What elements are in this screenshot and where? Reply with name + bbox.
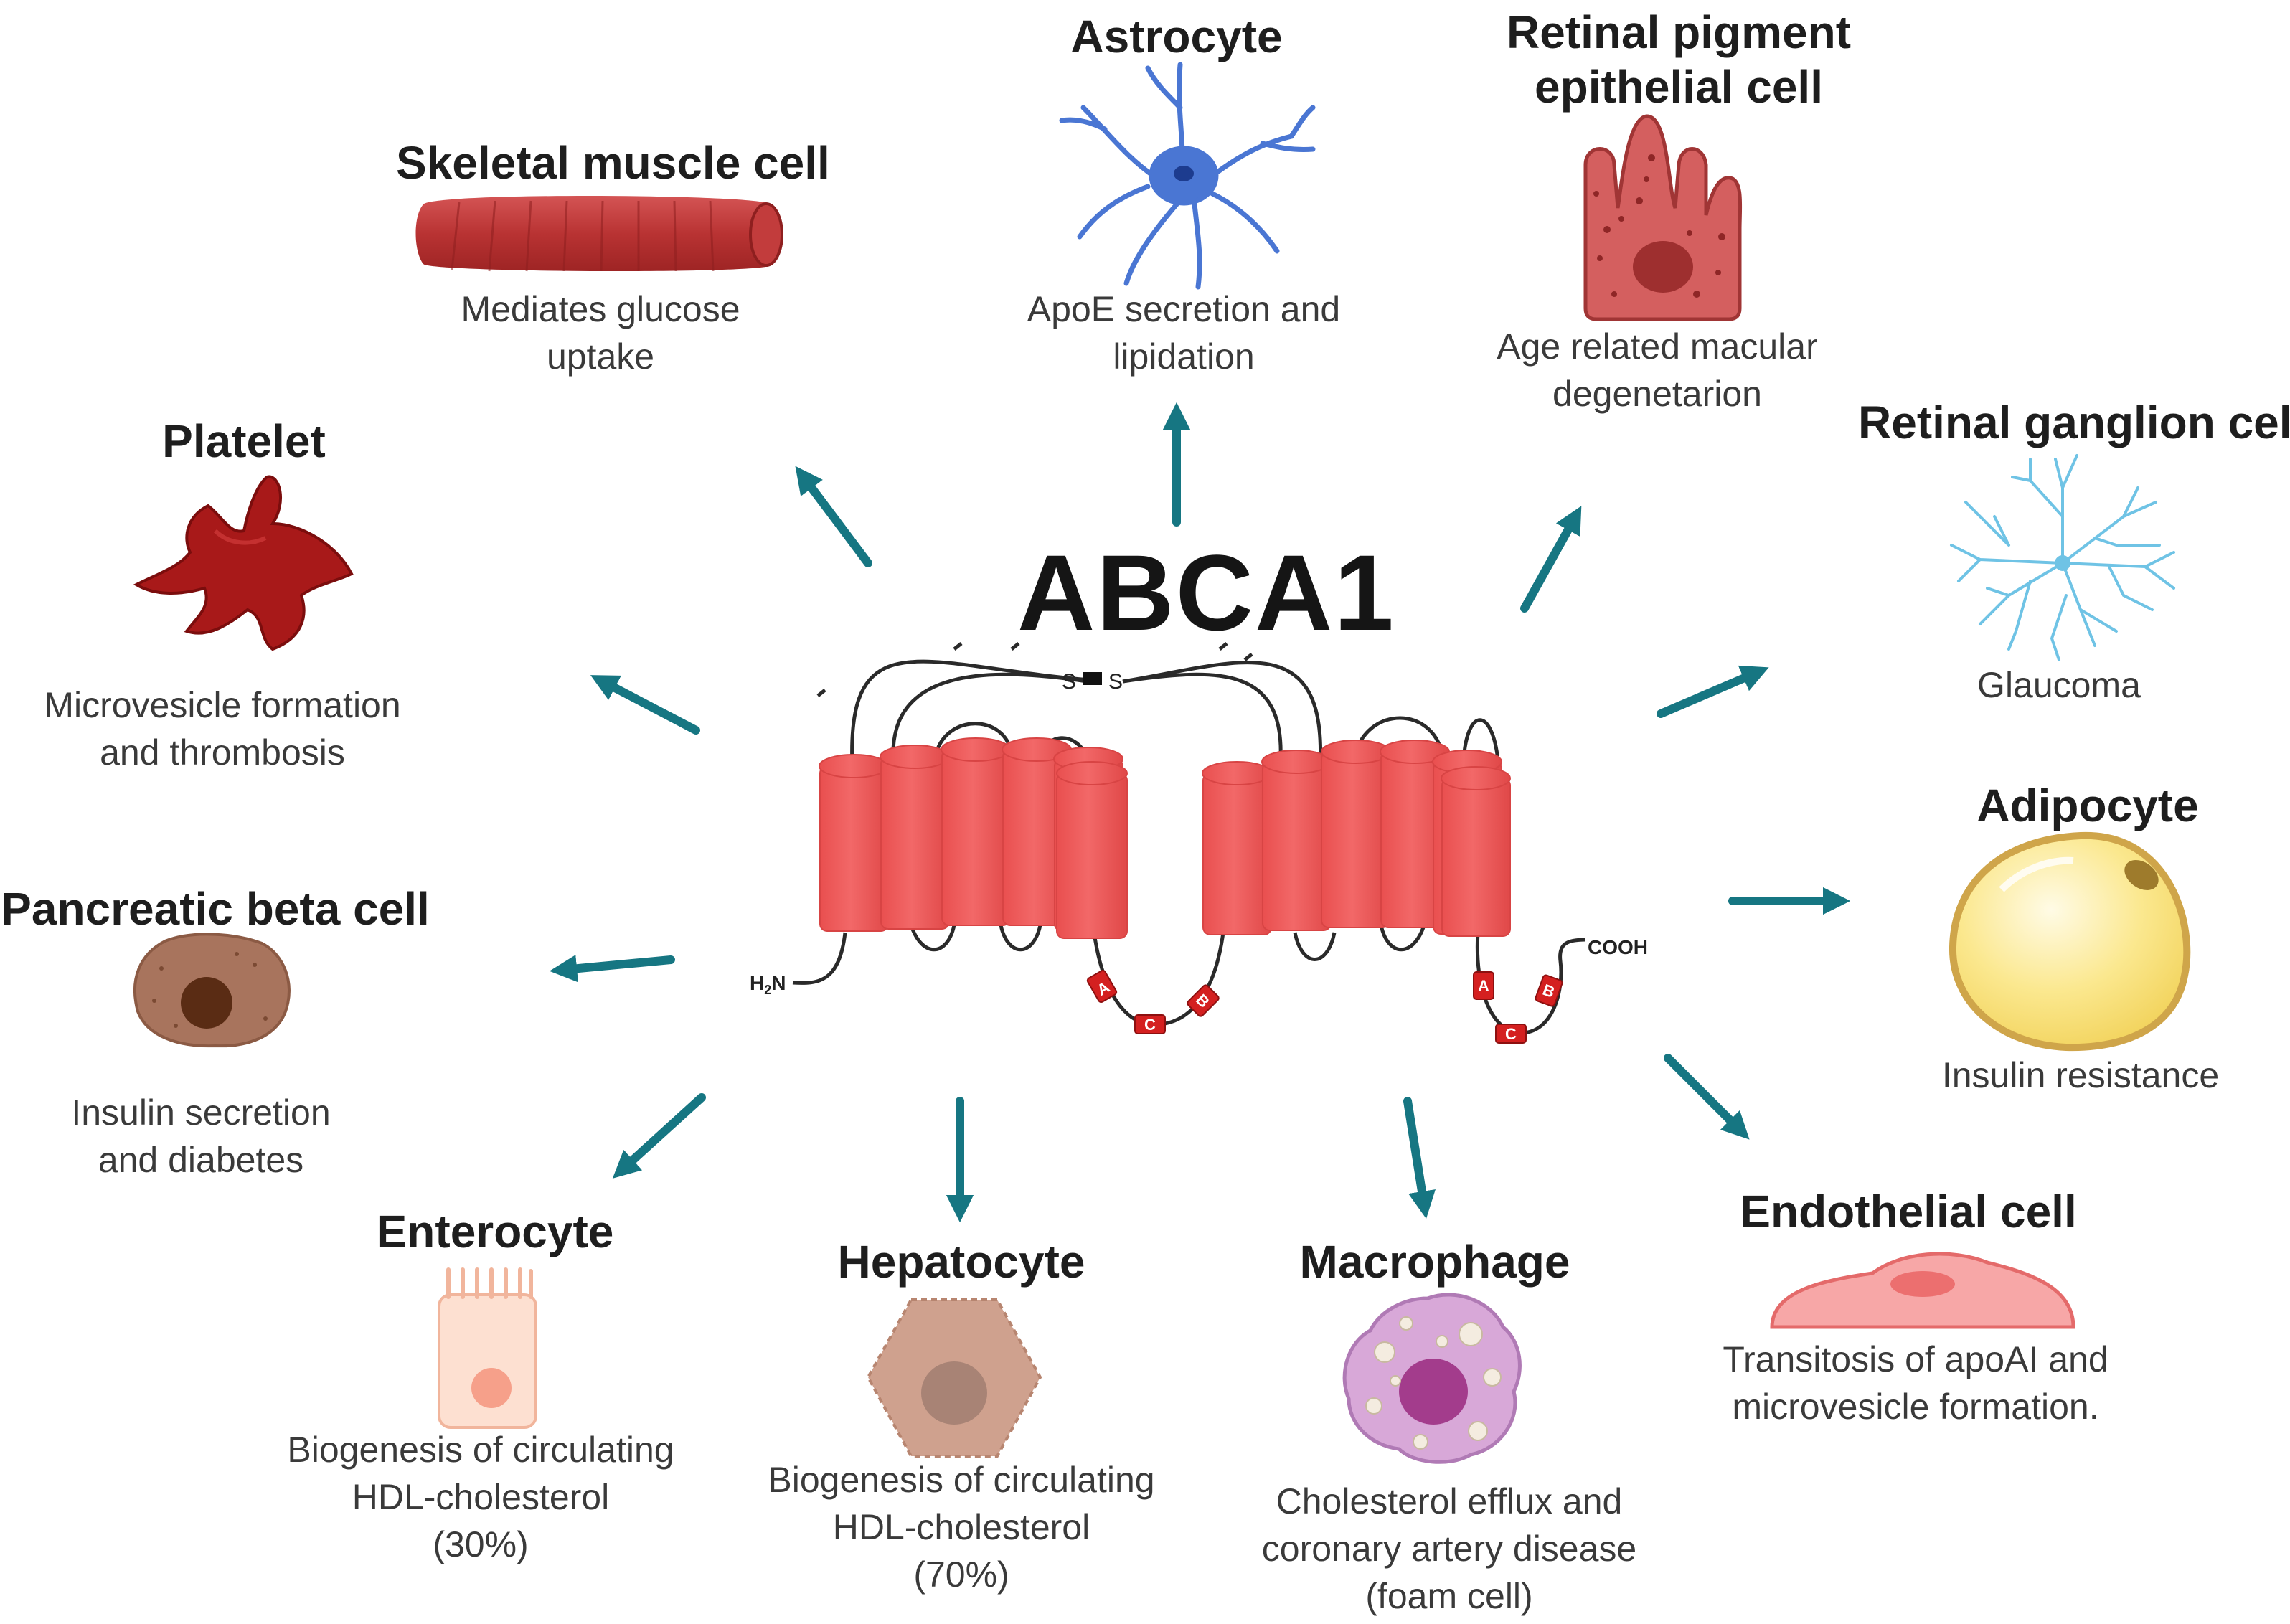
abca1-transporter-graphic: S S xyxy=(750,642,1648,1044)
tmd-left xyxy=(819,737,1128,939)
arrow-to-macrophage xyxy=(1403,1097,1436,1219)
rpe-desc: Age related macular degenetarion xyxy=(1478,323,1837,417)
center-title: ABCA1 xyxy=(1017,532,1395,653)
skeletal-muscle-desc-line-2: uptake xyxy=(546,336,655,377)
nbd2-a-label: A xyxy=(1478,977,1489,995)
skeletal-muscle-desc: Mediates glucose uptake xyxy=(396,285,805,380)
nbd2-c-label: C xyxy=(1505,1025,1517,1043)
nbd1-c-label: C xyxy=(1144,1016,1156,1034)
retinal-ganglion-title: Retinal ganglion cell xyxy=(1858,397,2290,448)
endothelial-title: Endothelial cell xyxy=(1740,1186,2077,1237)
arrows xyxy=(549,402,1851,1223)
adipocyte-desc: Insulin resistance xyxy=(1901,1052,2260,1099)
arrow-to-endothelial xyxy=(1664,1054,1750,1140)
macrophage-icon xyxy=(1342,1293,1522,1464)
adipocyte-icon xyxy=(1949,831,2191,1052)
skeletal-muscle-desc-line-1: Mediates glucose xyxy=(461,289,740,329)
retinal-ganglion-desc: Glaucoma xyxy=(1937,661,2181,709)
enterocyte-desc-line-2: HDL-cholesterol xyxy=(352,1477,610,1517)
hepatocyte-icon xyxy=(866,1298,1042,1458)
macrophage-title: Macrophage xyxy=(1299,1236,1570,1288)
astrocyte-title: Astrocyte xyxy=(1070,11,1283,62)
n-terminus-label: H2N xyxy=(750,972,786,997)
enterocyte-desc: Biogenesis of circulating HDL-cholestero… xyxy=(244,1426,717,1568)
rpe-title-line-1: Retinal pigment xyxy=(1506,6,1852,58)
rpe-desc-line-2: degenetarion xyxy=(1552,374,1762,414)
rpe-title: Retinal pigment epithelial cell xyxy=(1492,6,1865,114)
adipocyte-title: Adipocyte xyxy=(1976,780,2199,831)
macrophage-desc: Cholesterol efflux and coronary artery d… xyxy=(1212,1478,1686,1620)
arrow-to-rpe xyxy=(1520,506,1582,613)
retinal-ganglion-desc-line-1: Glaucoma xyxy=(1977,665,2141,705)
rpe-desc-line-1: Age related macular xyxy=(1497,326,1818,367)
adipocyte-desc-line-1: Insulin resistance xyxy=(1941,1055,2220,1095)
arrow-to-skeletal-muscle xyxy=(795,466,872,567)
beta-cell-desc: Insulin secretion and diabetes xyxy=(43,1089,359,1184)
endothelial-desc: Transitosis of apoAI and microvesicle fo… xyxy=(1672,1336,2159,1430)
macrophage-desc-line-1: Cholesterol efflux and xyxy=(1276,1481,1623,1521)
enterocyte-desc-line-1: Biogenesis of circulating xyxy=(287,1430,674,1470)
platelet-desc-line-2: and thrombosis xyxy=(100,732,345,773)
arrow-to-beta-cell xyxy=(549,955,675,983)
endothelial-desc-line-2: microvesicle formation. xyxy=(1732,1387,2099,1427)
hepatocyte-desc-line-1: Biogenesis of circulating xyxy=(768,1460,1155,1500)
disulfide-s-left: S xyxy=(1062,670,1076,694)
nbd1-motifs: A C B xyxy=(1086,970,1220,1034)
platelet-icon xyxy=(133,475,354,651)
astrocyte-icon xyxy=(1059,62,1316,290)
arrow-to-enterocyte xyxy=(612,1093,706,1179)
endothelial-cell-icon xyxy=(1770,1252,2075,1329)
enterocyte-title: Enterocyte xyxy=(376,1206,614,1257)
enterocyte-desc-line-3: (30%) xyxy=(433,1524,529,1564)
beta-cell-icon xyxy=(133,933,291,1048)
beta-cell-desc-line-2: and diabetes xyxy=(98,1140,304,1180)
beta-cell-desc-line-1: Insulin secretion xyxy=(71,1092,331,1133)
astrocyte-desc: ApoE secretion and lipidation xyxy=(1004,285,1363,380)
enterocyte-icon xyxy=(438,1267,537,1429)
macrophage-desc-line-3: (foam cell) xyxy=(1365,1576,1533,1616)
arrow-to-platelet xyxy=(590,675,700,735)
disulfide-s-right: S xyxy=(1108,670,1123,694)
hepatocyte-title: Hepatocyte xyxy=(837,1236,1085,1288)
beta-cell-title: Pancreatic beta cell xyxy=(1,883,430,935)
platelet-desc: Microvesicle formation and thrombosis xyxy=(14,681,430,776)
c-terminus-label: COOH xyxy=(1588,936,1648,958)
hepatocyte-desc-line-3: (70%) xyxy=(913,1554,1009,1595)
macrophage-desc-line-2: coronary artery disease xyxy=(1261,1529,1637,1569)
rpe-title-line-2: epithelial cell xyxy=(1535,60,1823,113)
astrocyte-desc-line-2: lipidation xyxy=(1113,336,1255,377)
arrow-to-retinal-ganglion xyxy=(1657,665,1769,718)
skeletal-muscle-icon xyxy=(415,195,783,272)
retinal-ganglion-icon xyxy=(1950,454,2175,661)
rpe-cell-icon xyxy=(1583,114,1743,321)
disulfide-bond-icon xyxy=(1083,672,1102,685)
hepatocyte-desc: Biogenesis of circulating HDL-cholestero… xyxy=(725,1456,1198,1598)
platelet-title: Platelet xyxy=(162,415,326,467)
tmd-right xyxy=(1202,740,1511,937)
endothelial-desc-line-1: Transitosis of apoAI and xyxy=(1723,1339,2108,1379)
hepatocyte-desc-line-2: HDL-cholesterol xyxy=(832,1507,1090,1547)
nbd2-motifs: A C B xyxy=(1473,971,1563,1044)
skeletal-muscle-title: Skeletal muscle cell xyxy=(396,137,830,189)
platelet-desc-line-1: Microvesicle formation xyxy=(44,685,401,725)
astrocyte-desc-line-1: ApoE secretion and xyxy=(1027,289,1341,329)
